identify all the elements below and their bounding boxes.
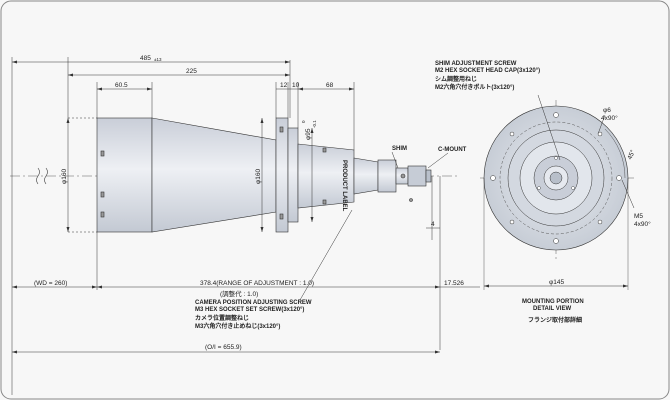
dim-phi145: φ145 [549, 279, 564, 286]
c-mount-label: C-MOUNT [438, 147, 467, 153]
mounting-detail-view [480, 94, 635, 290]
dim-angle45: 45° [626, 148, 638, 161]
product-label-text: PRODUCT LABEL [341, 160, 347, 212]
dim-range-jp: (調整代 : 1.0) [220, 289, 258, 298]
dim-phi6: φ6 [603, 107, 611, 114]
detail-title-line2: DETAIL VIEW [533, 306, 571, 312]
shim-screw-line1: SHIM ADJUSTMENT SCREW [435, 61, 517, 67]
dim-17-526: 17.526 [444, 280, 464, 287]
dim-68: 68 [326, 82, 334, 89]
cam-screw-line1: CAMERA POSITION ADJUSTING SCREW [195, 300, 312, 306]
cam-screw-line4: M3六角穴付き止めねじ(3x120°) [195, 322, 280, 330]
dim-12: 12 [280, 82, 288, 89]
rear-taper [353, 157, 379, 195]
dim-wd: (WD = 260) [34, 280, 67, 287]
detail-title-line1: MOUNTING PORTION [522, 299, 584, 305]
dim-225: 225 [186, 68, 197, 75]
dim-10: 10 [292, 82, 300, 89]
dim-485: 485 [140, 55, 151, 62]
cam-screw-line3: カメラ位置調整ねじ [195, 314, 249, 322]
dim-m5-count: 4x90° [634, 220, 651, 228]
dim-phi95-tol-top: 0 [301, 120, 306, 123]
dim-phi95-tol-bot: -0.1 [312, 120, 317, 128]
flange-ring [287, 127, 299, 223]
shim-screw-line4: M2六角穴付きボルト(3x120°) [435, 83, 514, 91]
shim-label: SHIM [392, 146, 407, 152]
dim-phi6-count: 4x90° [601, 114, 618, 122]
dim-4: 4 [431, 221, 435, 228]
dim-60-5: 60.5 [115, 82, 128, 89]
dim-phi160-left: φ160 [61, 169, 68, 184]
break-symbol [36, 167, 48, 185]
cam-screw-line2: M3 HEX SOCKET SET SCREW(3x120°) [195, 307, 304, 313]
c-mount-face [425, 169, 432, 183]
front-barrel [96, 117, 153, 233]
shim-section [377, 159, 397, 193]
dim-phi160-mid: φ160 [255, 169, 262, 184]
dim-range: 378.4(RANGE OF ADJUSTMENT : 1.0) [200, 280, 314, 287]
dim-phi95: φ95 [305, 128, 312, 140]
dim-oi: (O/I = 655.9) [205, 344, 242, 351]
shim-screw-line2: M2 HEX SOCKET HEAD CAP(3x120°) [435, 68, 540, 74]
c-mount-thread [407, 165, 427, 187]
detail-title-line3: フランジ取付部詳細 [528, 316, 582, 324]
dim-485-tol: ±13 [154, 57, 162, 62]
dim-m5: M5 [634, 213, 643, 220]
shim-screw-line3: シム調整用ねじ [435, 75, 477, 83]
